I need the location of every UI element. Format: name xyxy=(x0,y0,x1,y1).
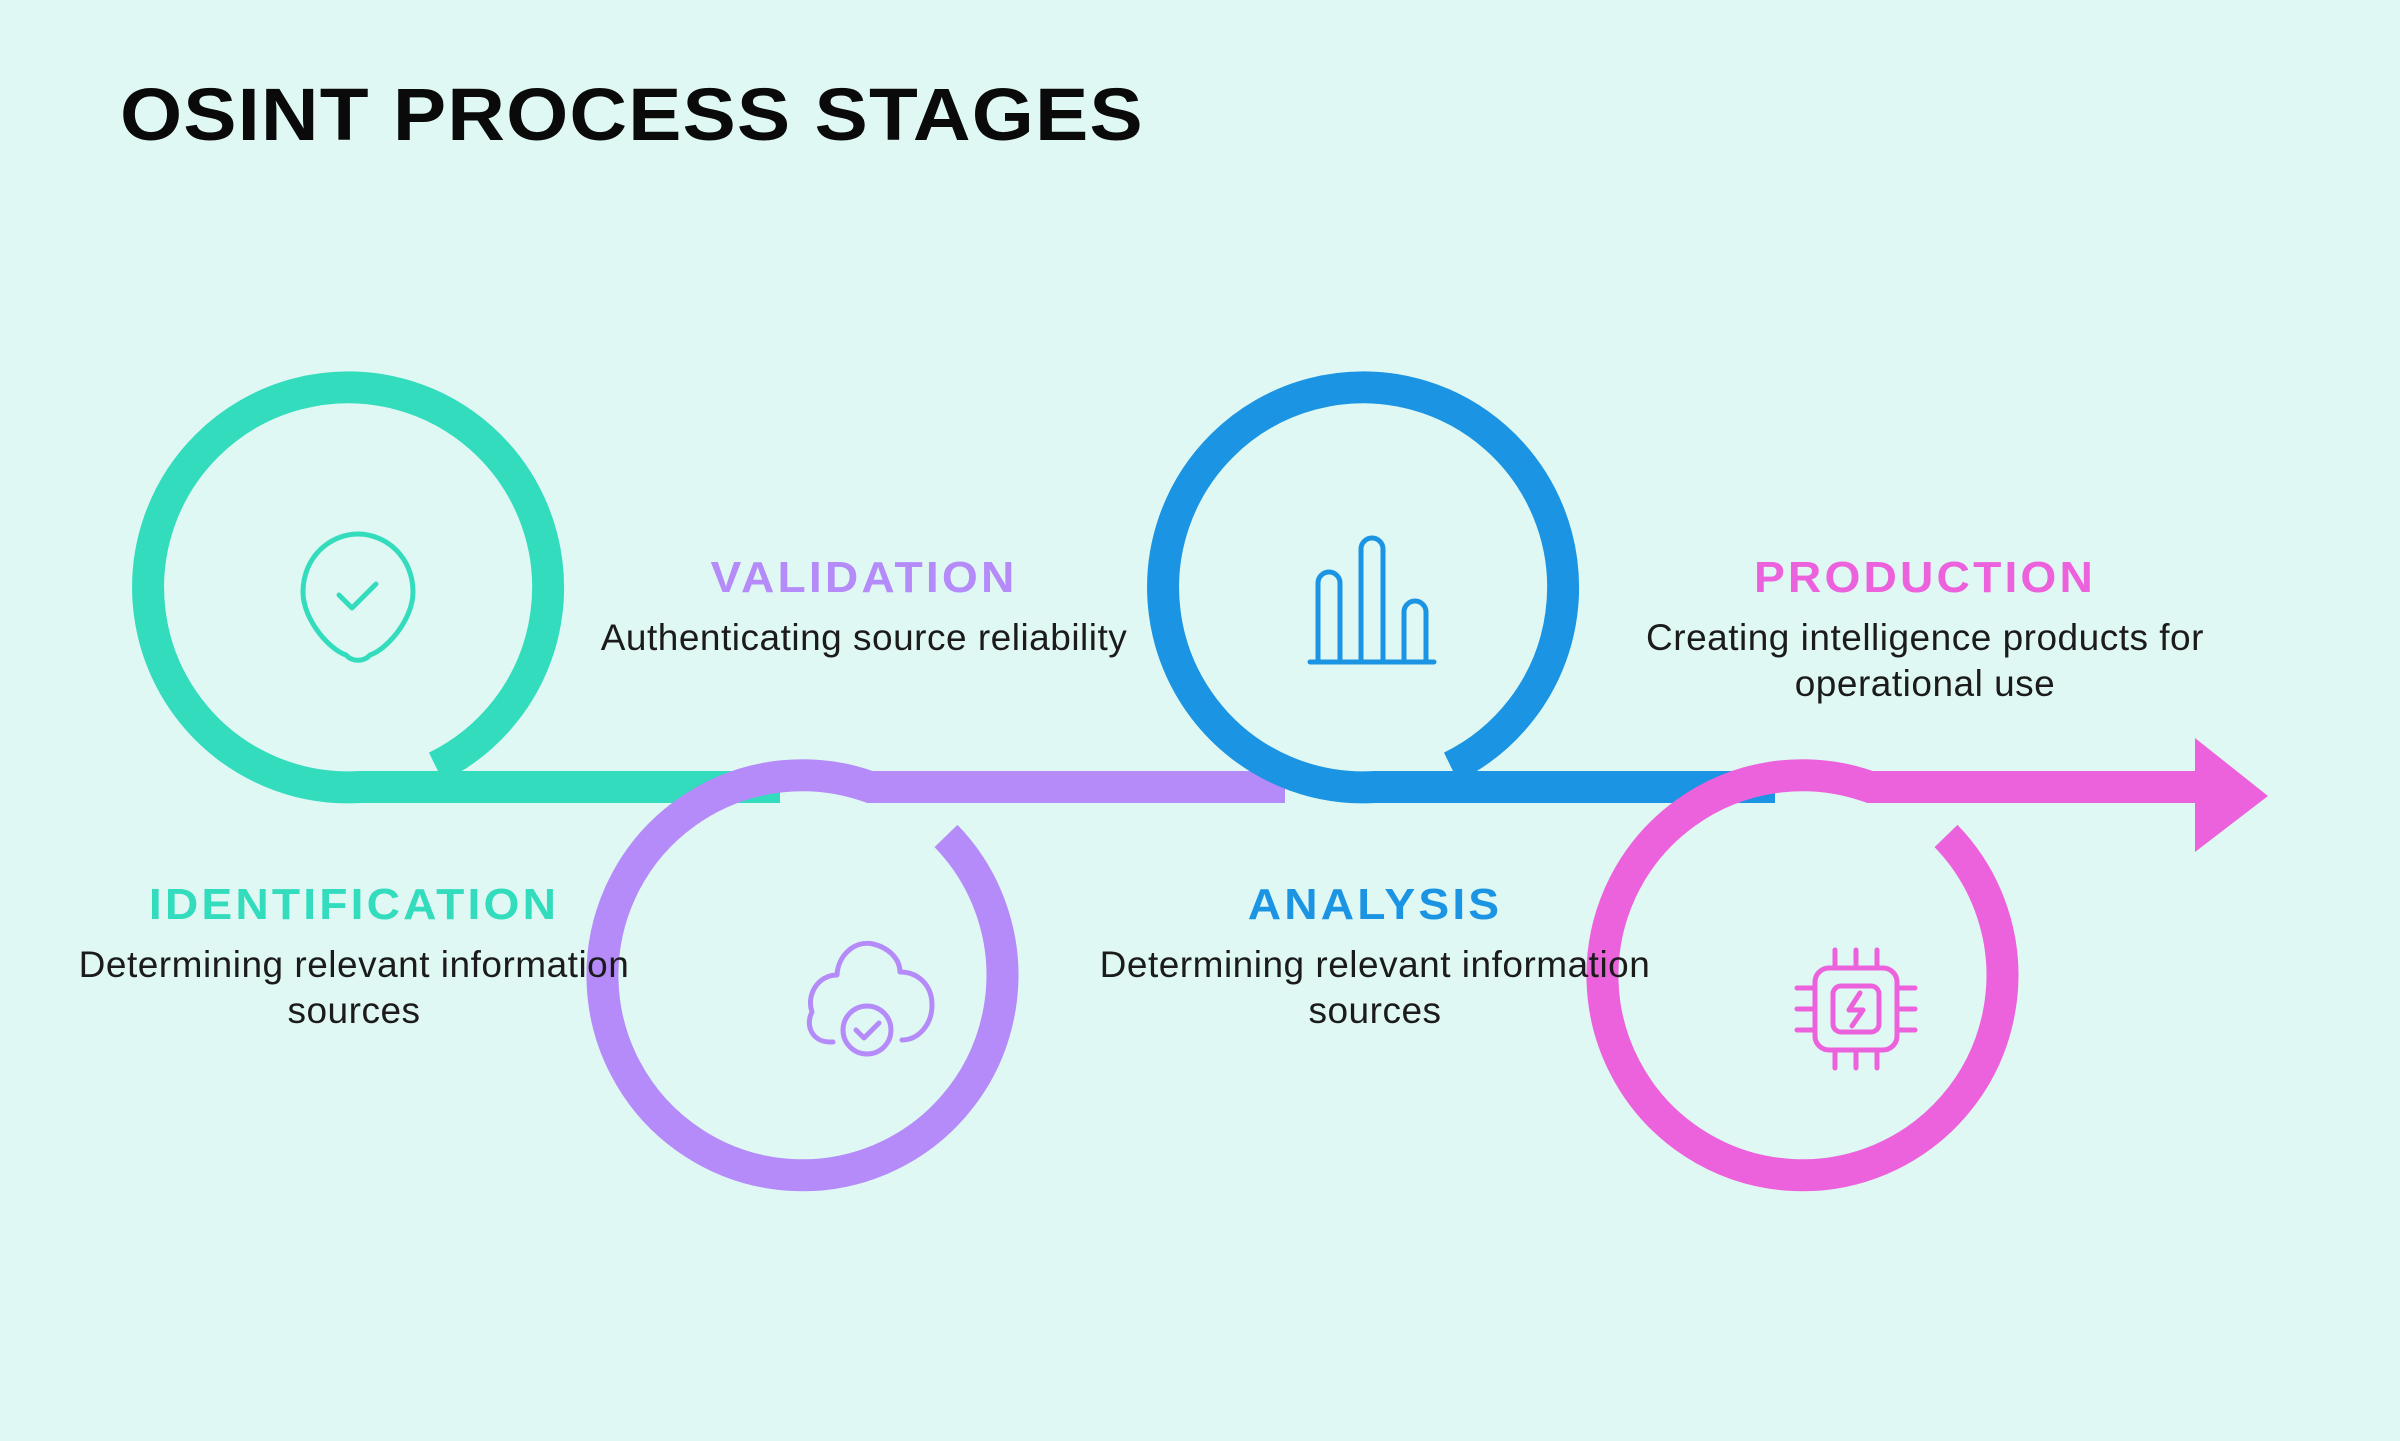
stage-production: PRODUCTION Creating intelligence product… xyxy=(1625,553,2225,707)
production-loop xyxy=(1586,759,2205,1192)
shield-check-icon xyxy=(300,531,416,663)
analysis-loop xyxy=(1147,371,1775,804)
stage-identification-description: Determining relevant information sources xyxy=(78,944,630,1031)
flow-arrow-head xyxy=(2195,738,2268,852)
stage-validation-title: VALIDATION xyxy=(710,553,1018,602)
cpu-chip-icon xyxy=(1794,947,1918,1071)
stage-validation: VALIDATION Authenticating source reliabi… xyxy=(564,553,1164,661)
stage-analysis-description: Determining relevant information sources xyxy=(1099,944,1651,1031)
page-title: OSINT PROCESS STAGES xyxy=(120,73,1144,156)
stage-analysis: ANALYSIS Determining relevant informatio… xyxy=(1075,880,1675,1034)
stage-production-description: Creating intelligence products for opera… xyxy=(1646,617,2204,704)
stage-identification: IDENTIFICATION Determining relevant info… xyxy=(54,880,654,1034)
stage-identification-title: IDENTIFICATION xyxy=(148,880,560,929)
stage-analysis-title: ANALYSIS xyxy=(1247,880,1503,929)
stage-production-title: PRODUCTION xyxy=(1753,553,2097,602)
identification-loop xyxy=(132,371,780,804)
stage-validation-description: Authenticating source reliability xyxy=(600,617,1128,658)
validation-loop xyxy=(586,759,1285,1192)
bar-chart-icon xyxy=(1307,535,1437,665)
cloud-check-icon xyxy=(806,940,935,1057)
